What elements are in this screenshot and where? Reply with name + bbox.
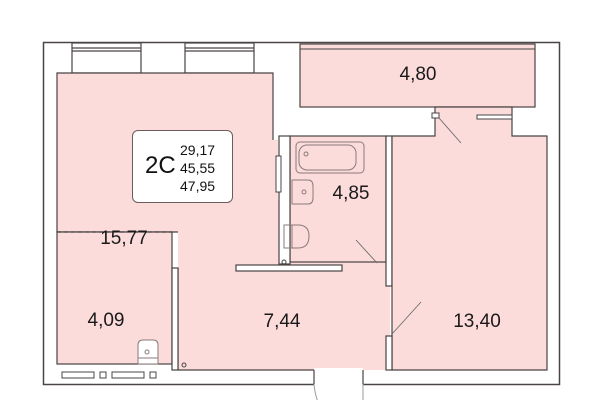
total-with-balcony-value: 47,95 — [180, 178, 216, 194]
total-area-value: 45,55 — [180, 160, 216, 176]
radiators — [61, 371, 157, 379]
towel-rail — [275, 155, 282, 193]
bathroom-area — [289, 135, 387, 263]
toilet-icon — [283, 224, 310, 249]
window-left — [71, 42, 142, 74]
bathroom-right-wall — [385, 135, 393, 287]
apartment-areas: 29,17 45,55 47,95 — [180, 141, 215, 195]
window-right — [184, 42, 255, 74]
bedroom-door-jamb — [385, 335, 393, 371]
entrance-door-swing — [313, 383, 364, 400]
balcony-door-frame — [431, 112, 440, 119]
room-area-kitchen: 4,09 — [87, 310, 125, 331]
balcony-window-sill — [476, 114, 513, 120]
entrance-opening — [314, 368, 363, 386]
sink-icon — [291, 179, 314, 205]
living-area-value: 29,17 — [180, 142, 216, 158]
bedroom-door-swing — [391, 301, 422, 335]
kitchen-sink-icon — [137, 339, 159, 365]
balcony-door-swing — [438, 117, 462, 144]
bathroom-door — [355, 239, 378, 264]
bathtub-icon — [295, 141, 365, 174]
bathroom-bottom-wall — [235, 264, 343, 272]
balcony-area — [299, 43, 536, 108]
bedroom-area — [391, 106, 548, 371]
riser-icon — [181, 362, 187, 368]
apartment-type: 2С — [145, 152, 176, 179]
room-area-hallway: 7,44 — [263, 311, 301, 332]
kitchen-partition-wall — [171, 267, 179, 371]
room-area-living: 15,77 — [100, 228, 148, 249]
room-area-balcony: 4,80 — [399, 64, 437, 85]
room-area-bedroom: 13,40 — [453, 311, 501, 332]
room-area-bathroom: 4,85 — [332, 183, 370, 204]
apartment-info-badge: 2С 29,17 45,55 47,95 — [132, 130, 233, 203]
drain-icon — [281, 259, 287, 265]
